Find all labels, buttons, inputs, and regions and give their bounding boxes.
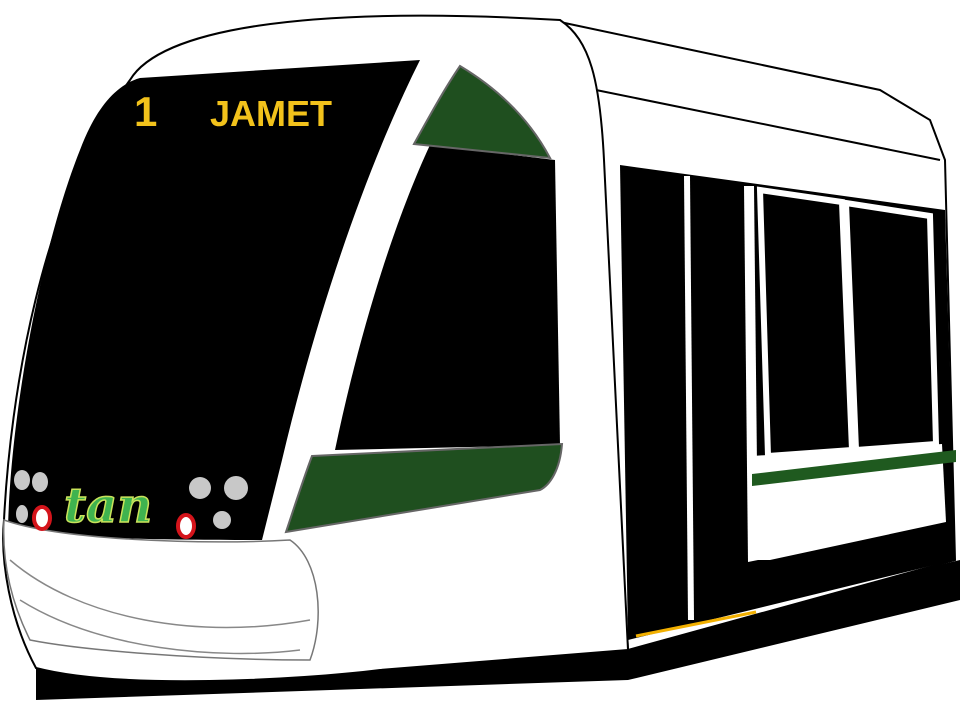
step-light: [635, 610, 757, 638]
bumper-curve-2: [19, 599, 301, 655]
destination-name: JAMET: [210, 93, 332, 134]
headlight-icon: [14, 470, 30, 490]
headlight-icon: [16, 505, 28, 523]
bumper-curve: [9, 559, 311, 629]
tan-logo: tan: [64, 478, 152, 534]
front-windshield: [8, 60, 420, 540]
side-window-1: [756, 186, 856, 460]
headlight-icon: [224, 476, 248, 500]
headlight-icon-right-group: [176, 476, 248, 539]
tail-light-icon: [32, 505, 52, 531]
lower-green-accent: [284, 442, 564, 534]
headlight-icon-left-group: [14, 470, 52, 531]
upper-green-accent: [412, 64, 552, 160]
headlight-icon: [189, 477, 211, 499]
side-green-stripe: [752, 450, 956, 486]
front-bumper: [2, 518, 319, 661]
headlight-icon: [32, 472, 48, 492]
side-window-2: [842, 199, 940, 454]
headlight-icon: [213, 511, 231, 529]
roof-line: [595, 89, 941, 161]
door-strip-left: [684, 176, 694, 620]
line-number: 1: [134, 88, 157, 135]
tail-light-icon: [176, 513, 196, 539]
side-front-window: [335, 145, 560, 450]
